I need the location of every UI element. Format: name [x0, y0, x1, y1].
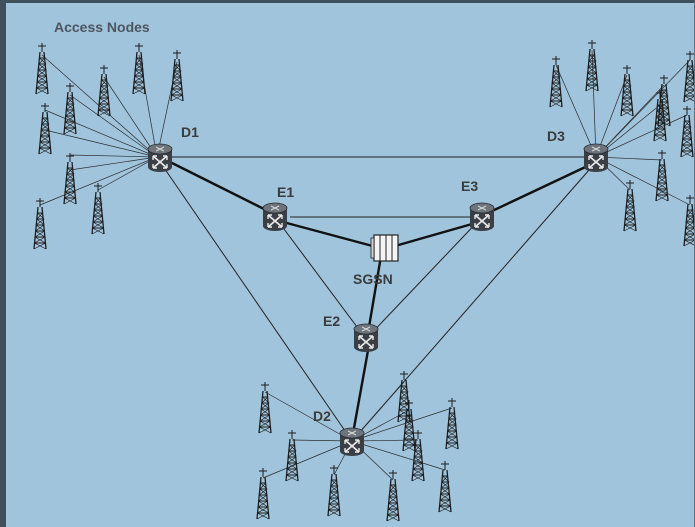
sgsn-server-icon: [370, 234, 399, 262]
node-label-sgsn: SGSN: [353, 271, 393, 287]
node-label-d1: D1: [181, 124, 199, 140]
router-icon: [469, 202, 495, 232]
router-icon: [262, 202, 288, 232]
cell-tower-icon: [549, 39, 694, 247]
node-label-e2: E2: [323, 313, 341, 329]
d3-access-links: [555, 49, 691, 206]
router-icon: [583, 143, 609, 173]
core-links: [159, 156, 597, 442]
node-label-e3: E3: [461, 178, 479, 194]
node-label-d3: D3: [547, 128, 565, 144]
backbone-links: [165, 158, 597, 429]
node-label-d2: D2: [313, 408, 331, 424]
router-icon: [353, 323, 379, 353]
node-label-e1: E1: [277, 184, 295, 200]
diagram-title: Access Nodes: [54, 19, 150, 35]
router-icon: [147, 143, 173, 173]
d1-access-links: [39, 54, 178, 206]
router-icon: [339, 427, 365, 457]
